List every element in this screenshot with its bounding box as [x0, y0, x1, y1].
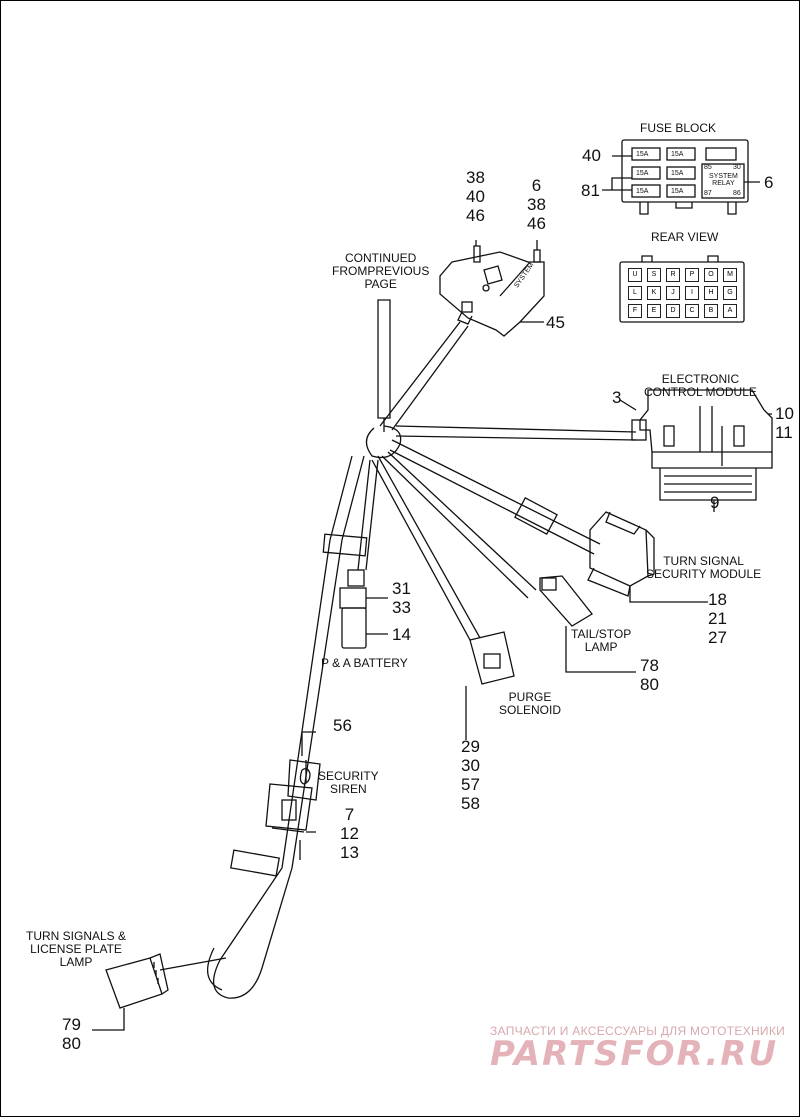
harness-continued [377, 299, 391, 432]
system-connectors [439, 240, 545, 337]
turn-signal-security-module [587, 511, 708, 603]
rear-view-pin-l: L [628, 286, 642, 300]
rear-view-pin-g: G [723, 286, 737, 300]
fuse-4 [666, 166, 696, 180]
tail-stop-connector [539, 575, 636, 673]
fuse-4-rating: 15A [671, 170, 684, 177]
fuse-2-rating: 15A [671, 151, 684, 158]
rear-view-title: REAR VIEW [651, 230, 719, 244]
rear-view-pin-m: M [723, 268, 737, 282]
rear-view-connector [619, 255, 745, 323]
callout-40: 40 [582, 146, 601, 165]
watermark-logo: PARTSFOR.RU [490, 1034, 779, 1074]
rear-view-pin-k: K [647, 286, 661, 300]
fuse-3-rating: 15A [636, 170, 649, 177]
rear-view-pin-f: F [628, 304, 642, 318]
battery-label: P & A BATTERY [321, 656, 408, 670]
rear-view-pin-i: I [685, 286, 699, 300]
callout-56: 56 [333, 716, 352, 735]
fuse-6-rating: 15A [671, 188, 684, 195]
callout-6: 6 [764, 173, 774, 192]
rear-view-pin-u: U [628, 268, 642, 282]
harness-branches [159, 321, 637, 999]
callout-81: 81 [581, 181, 600, 200]
rear-view-pin-j: J [666, 286, 680, 300]
rear-view-pin-s: S [647, 268, 661, 282]
relay-pin-87: 87 [704, 190, 712, 197]
fuse-1-rating: 15A [636, 151, 649, 158]
callout-45: 45 [546, 313, 565, 332]
rear-view-pin-r: R [666, 268, 680, 282]
rear-view-pin-c: C [685, 304, 699, 318]
fuse-3 [631, 166, 661, 180]
fuse-2 [666, 147, 696, 161]
fuse-block-title: FUSE BLOCK [640, 121, 717, 135]
rear-view-pin-p: P [685, 268, 699, 282]
fuse-5 [631, 184, 661, 198]
rear-view-pin-e: E [647, 304, 661, 318]
rear-view-pin-b: B [704, 304, 718, 318]
relay-pin-30: 30 [733, 164, 741, 171]
fuse-1 [631, 147, 661, 161]
system-relay [701, 163, 745, 199]
callout-battery-b: 14 [392, 625, 411, 644]
ecm [619, 389, 773, 512]
rear-view-pin-o: O [704, 268, 718, 282]
watermark-tagline: ЗАПЧАСТИ И АКСЕССУАРЫ ДЛЯ МОТОТЕХНИКИ [490, 1024, 786, 1038]
callout-3: 3 [612, 388, 622, 407]
fuse-6 [666, 184, 696, 198]
purge-solenoid [465, 631, 515, 740]
fuse-5-rating: 15A [636, 188, 649, 195]
relay-pin-86: 86 [733, 190, 741, 197]
fuse-block [602, 139, 760, 215]
rear-view-pin-h: H [704, 286, 718, 300]
rear-view-pin-d: D [666, 304, 680, 318]
battery-connector [339, 569, 388, 649]
security-siren [265, 731, 321, 833]
rear-view-pin-a: A [723, 304, 737, 318]
relay-pin-85: 85 [704, 164, 712, 171]
turn-signal-connector [92, 953, 169, 1031]
callout-9: 9 [710, 493, 720, 512]
